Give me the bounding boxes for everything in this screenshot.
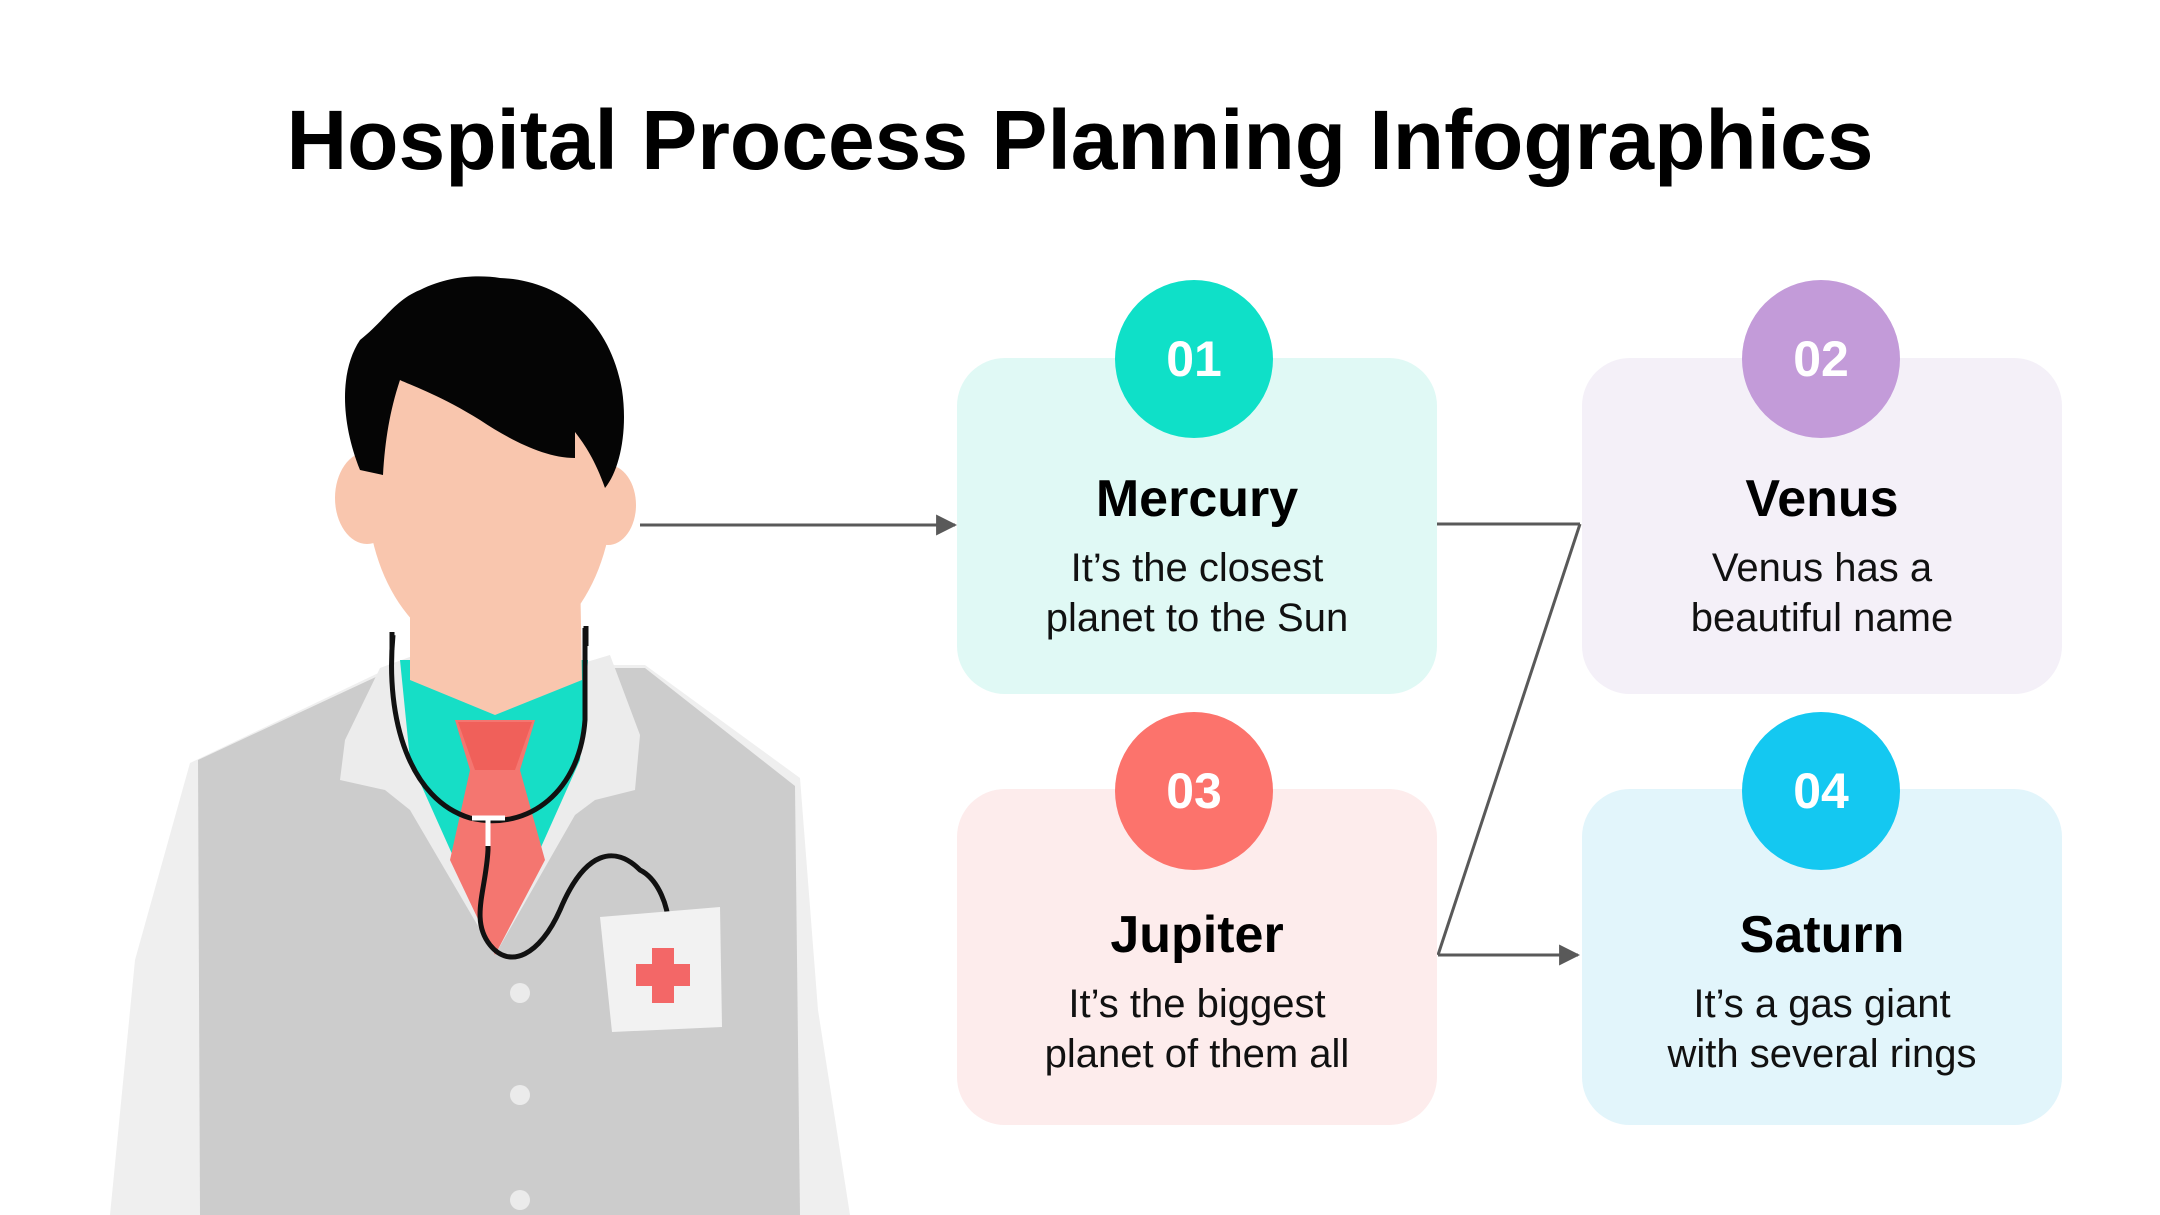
step-description: It’s the closest planet to the Sun — [957, 543, 1437, 643]
step-badge-04: 04 — [1742, 712, 1900, 870]
step-badge-01: 01 — [1115, 280, 1273, 438]
step-title: Venus — [1745, 470, 1899, 528]
coat-button — [510, 1190, 530, 1210]
step-badge-03: 03 — [1115, 712, 1273, 870]
coat-button — [510, 983, 530, 1003]
step-description-line: planet to the Sun — [1045, 596, 1349, 640]
step-description-line: with several rings — [1667, 1032, 1977, 1076]
stethoscope-clip — [472, 815, 505, 846]
step-title: Mercury — [1095, 470, 1299, 528]
doctor-hair — [345, 276, 625, 488]
doctor-illustration — [110, 276, 850, 1215]
connectors — [640, 514, 1582, 966]
step-title: Saturn — [1739, 906, 1905, 964]
step-description: Venus has a beautiful name — [1582, 543, 2062, 643]
step-description-line: beautiful name — [1690, 596, 1954, 640]
step-title: Jupiter — [1110, 906, 1284, 964]
step-description: It’s a gas giant with several rings — [1582, 979, 2062, 1079]
step-badge-02: 02 — [1742, 280, 1900, 438]
tie-knot — [458, 722, 532, 770]
step-description-line: It’s the closest — [1070, 546, 1324, 590]
step-description-line: Venus has a — [1711, 546, 1933, 590]
coat-button — [510, 1085, 530, 1105]
connector-02-to-03 — [1436, 523, 1582, 956]
step-description-line: planet of them all — [1044, 1032, 1350, 1076]
medical-cross-icon — [636, 948, 690, 1003]
coat-lapel-left — [340, 655, 495, 955]
page-title: Hospital Process Planning Infographics — [286, 93, 1874, 187]
step-description-line: It’s the biggest — [1068, 982, 1326, 1026]
step-description: It’s the biggest planet of them all — [957, 979, 1437, 1079]
step-description-line: It’s a gas giant — [1693, 982, 1951, 1026]
doctor-tie — [450, 720, 545, 955]
stethoscope-icon — [389, 626, 671, 960]
